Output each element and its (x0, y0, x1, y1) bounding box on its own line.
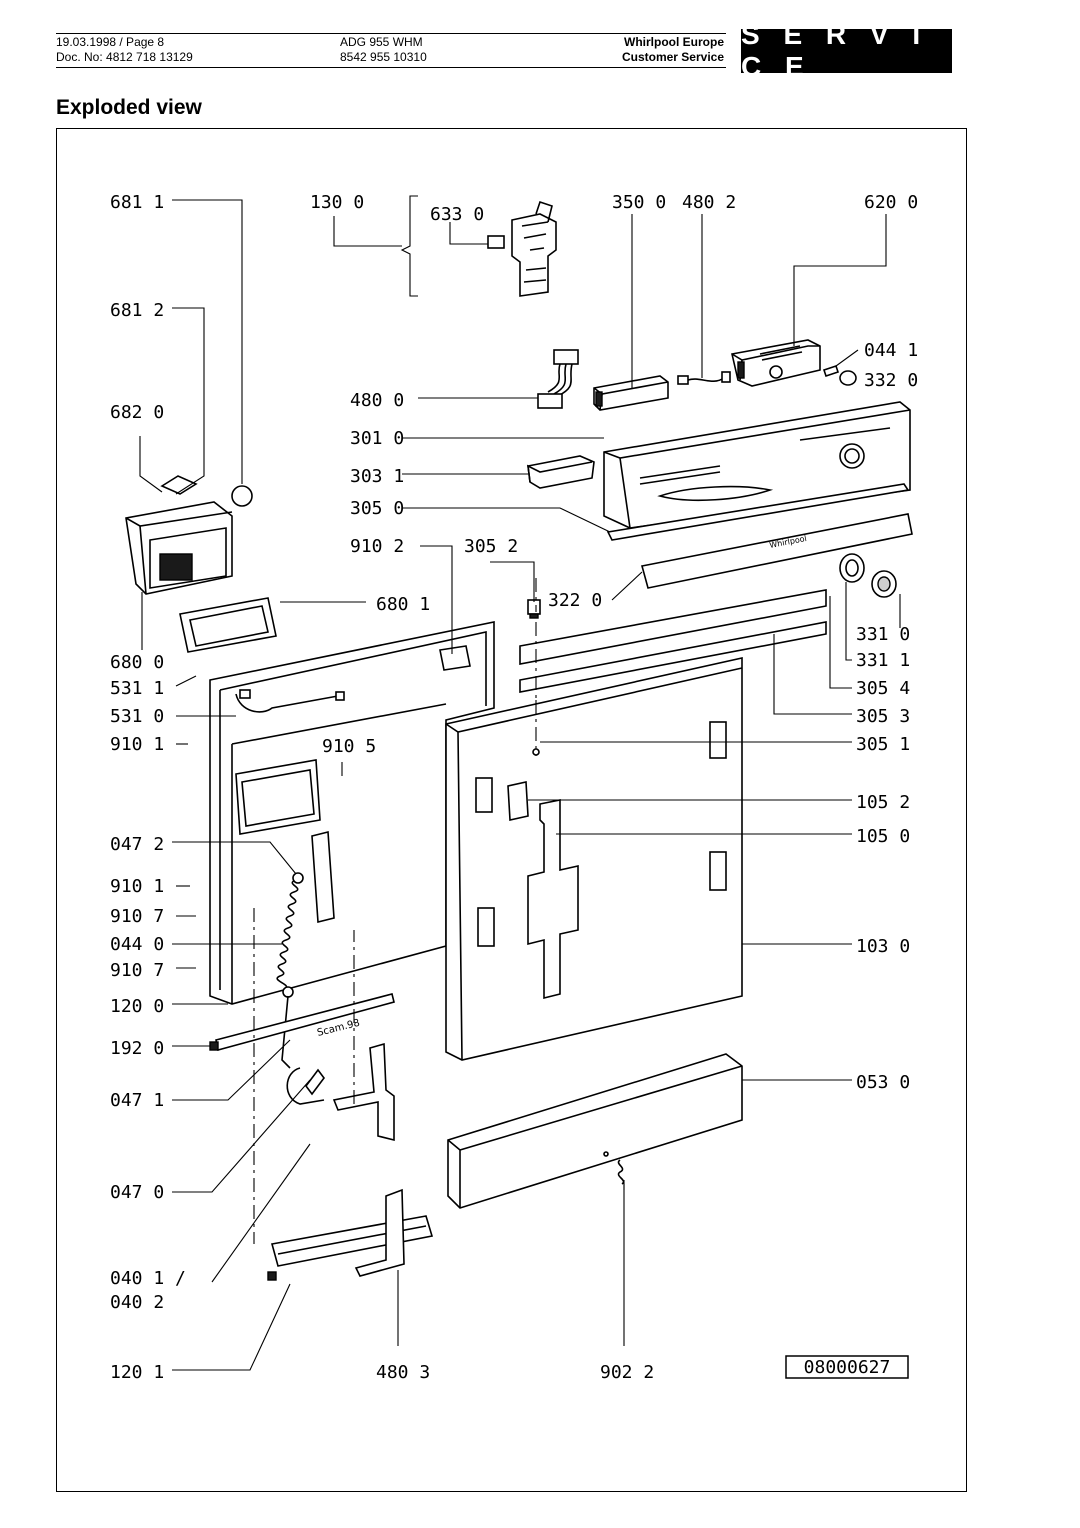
small-knob-332 (822, 364, 857, 386)
label-633-0: 633 0 (430, 204, 484, 225)
label-120-1: 120 1 (110, 1362, 164, 1383)
label-680-1: 680 1 (376, 594, 430, 615)
electronic-module-350 (593, 375, 669, 411)
label-105-2: 105 2 (856, 792, 910, 813)
control-board-620 (731, 339, 821, 387)
label-681-1: 681 1 (110, 192, 164, 213)
gasket-680 (179, 597, 277, 653)
label-910-1a: 910 1 (110, 734, 164, 755)
hinge-parts-047 (286, 1042, 395, 1142)
company-name: Whirlpool Europe (624, 35, 724, 49)
door-spring-047 (276, 872, 304, 1069)
label-305-1: 305 1 (856, 734, 910, 755)
reference-code: 08000627 (804, 1357, 891, 1378)
label-480-2: 480 2 (682, 192, 736, 213)
label-910-7b: 910 7 (110, 960, 164, 981)
front-door-panel-103 (445, 657, 743, 1061)
label-047-1: 047 1 (110, 1090, 164, 1111)
header-rule-top (56, 33, 726, 34)
label-040-2: 040 2 (110, 1292, 164, 1313)
label-910-2: 910 2 (350, 536, 404, 557)
label-350-0: 350 0 (612, 192, 666, 213)
knob-rings-331 (839, 553, 897, 598)
label-331-0: 331 0 (856, 624, 910, 645)
model-number: 8542 955 10310 (340, 50, 427, 64)
label-105-0: 105 0 (856, 826, 910, 847)
label-047-2: 047 2 (110, 834, 164, 855)
label-480-3: 480 3 (376, 1362, 430, 1383)
header-rule-bottom (56, 67, 726, 68)
clip-305-2 (527, 599, 541, 619)
part-labels: 681 1 130 0 633 0 350 0 480 2 620 0 681 … (110, 192, 918, 1383)
reference-code-box: 08000627 (785, 1355, 909, 1379)
panel-handle-303 (527, 455, 595, 489)
label-192-0: 192 0 (110, 1038, 164, 1059)
label-305-3: 305 3 (856, 706, 910, 727)
label-305-0: 305 0 (350, 498, 404, 519)
cable-480-2 (677, 371, 731, 385)
label-305-2: 305 2 (464, 536, 518, 557)
label-480-0: 480 0 (350, 390, 404, 411)
label-120-0: 120 0 (110, 996, 164, 1017)
date-page: 19.03.1998 / Page 8 (56, 35, 165, 49)
label-531-1: 531 1 (110, 678, 164, 699)
label-910-1b: 910 1 (110, 876, 164, 897)
label-910-7a: 910 7 (110, 906, 164, 927)
label-322-0: 322 0 (548, 590, 602, 611)
label-682-0: 682 0 (110, 402, 164, 423)
bottom-bracket-040 (267, 1188, 434, 1281)
label-303-1: 303 1 (350, 466, 404, 487)
label-305-4: 305 4 (856, 678, 910, 699)
rails-305 (519, 589, 827, 693)
label-332-0: 332 0 (864, 370, 918, 391)
label-053-0: 053 0 (856, 1072, 910, 1093)
document-number: Doc. No: 4812 718 13129 (56, 50, 193, 64)
label-902-2: 902 2 (600, 1362, 654, 1383)
label-910-5: 910 5 (322, 736, 376, 757)
detergent-dispenser-682 (125, 475, 253, 595)
label-103-0: 103 0 (856, 936, 910, 957)
department-name: Customer Service (621, 50, 724, 64)
inner-door-panel (209, 621, 495, 1005)
bottom-strip-192 (209, 993, 395, 1051)
label-044-1: 044 1 (864, 340, 918, 361)
trim-strip-305 (606, 483, 910, 541)
page-title: Exploded view (56, 96, 202, 119)
label-620-0: 620 0 (864, 192, 918, 213)
model-name: ADG 955 WHM (340, 35, 423, 49)
label-301-0: 301 0 (350, 428, 404, 449)
label-531-0: 531 0 (110, 706, 164, 727)
label-047-0: 047 0 (110, 1182, 164, 1203)
bracket-group-633 (400, 195, 557, 297)
diagram-frame (56, 128, 967, 1492)
label-044-0: 044 0 (110, 934, 164, 955)
label-681-2: 681 2 (110, 300, 164, 321)
label-331-1: 331 1 (856, 650, 910, 671)
label-040-1: 040 1 / (110, 1268, 186, 1289)
kick-plate-053 (447, 1053, 743, 1209)
label-130-0: 130 0 (310, 192, 364, 213)
label-680-0: 680 0 (110, 652, 164, 673)
leader-lines (139, 199, 901, 1371)
assembly-lines (253, 578, 625, 1244)
wiring-harness-480 (537, 349, 579, 409)
